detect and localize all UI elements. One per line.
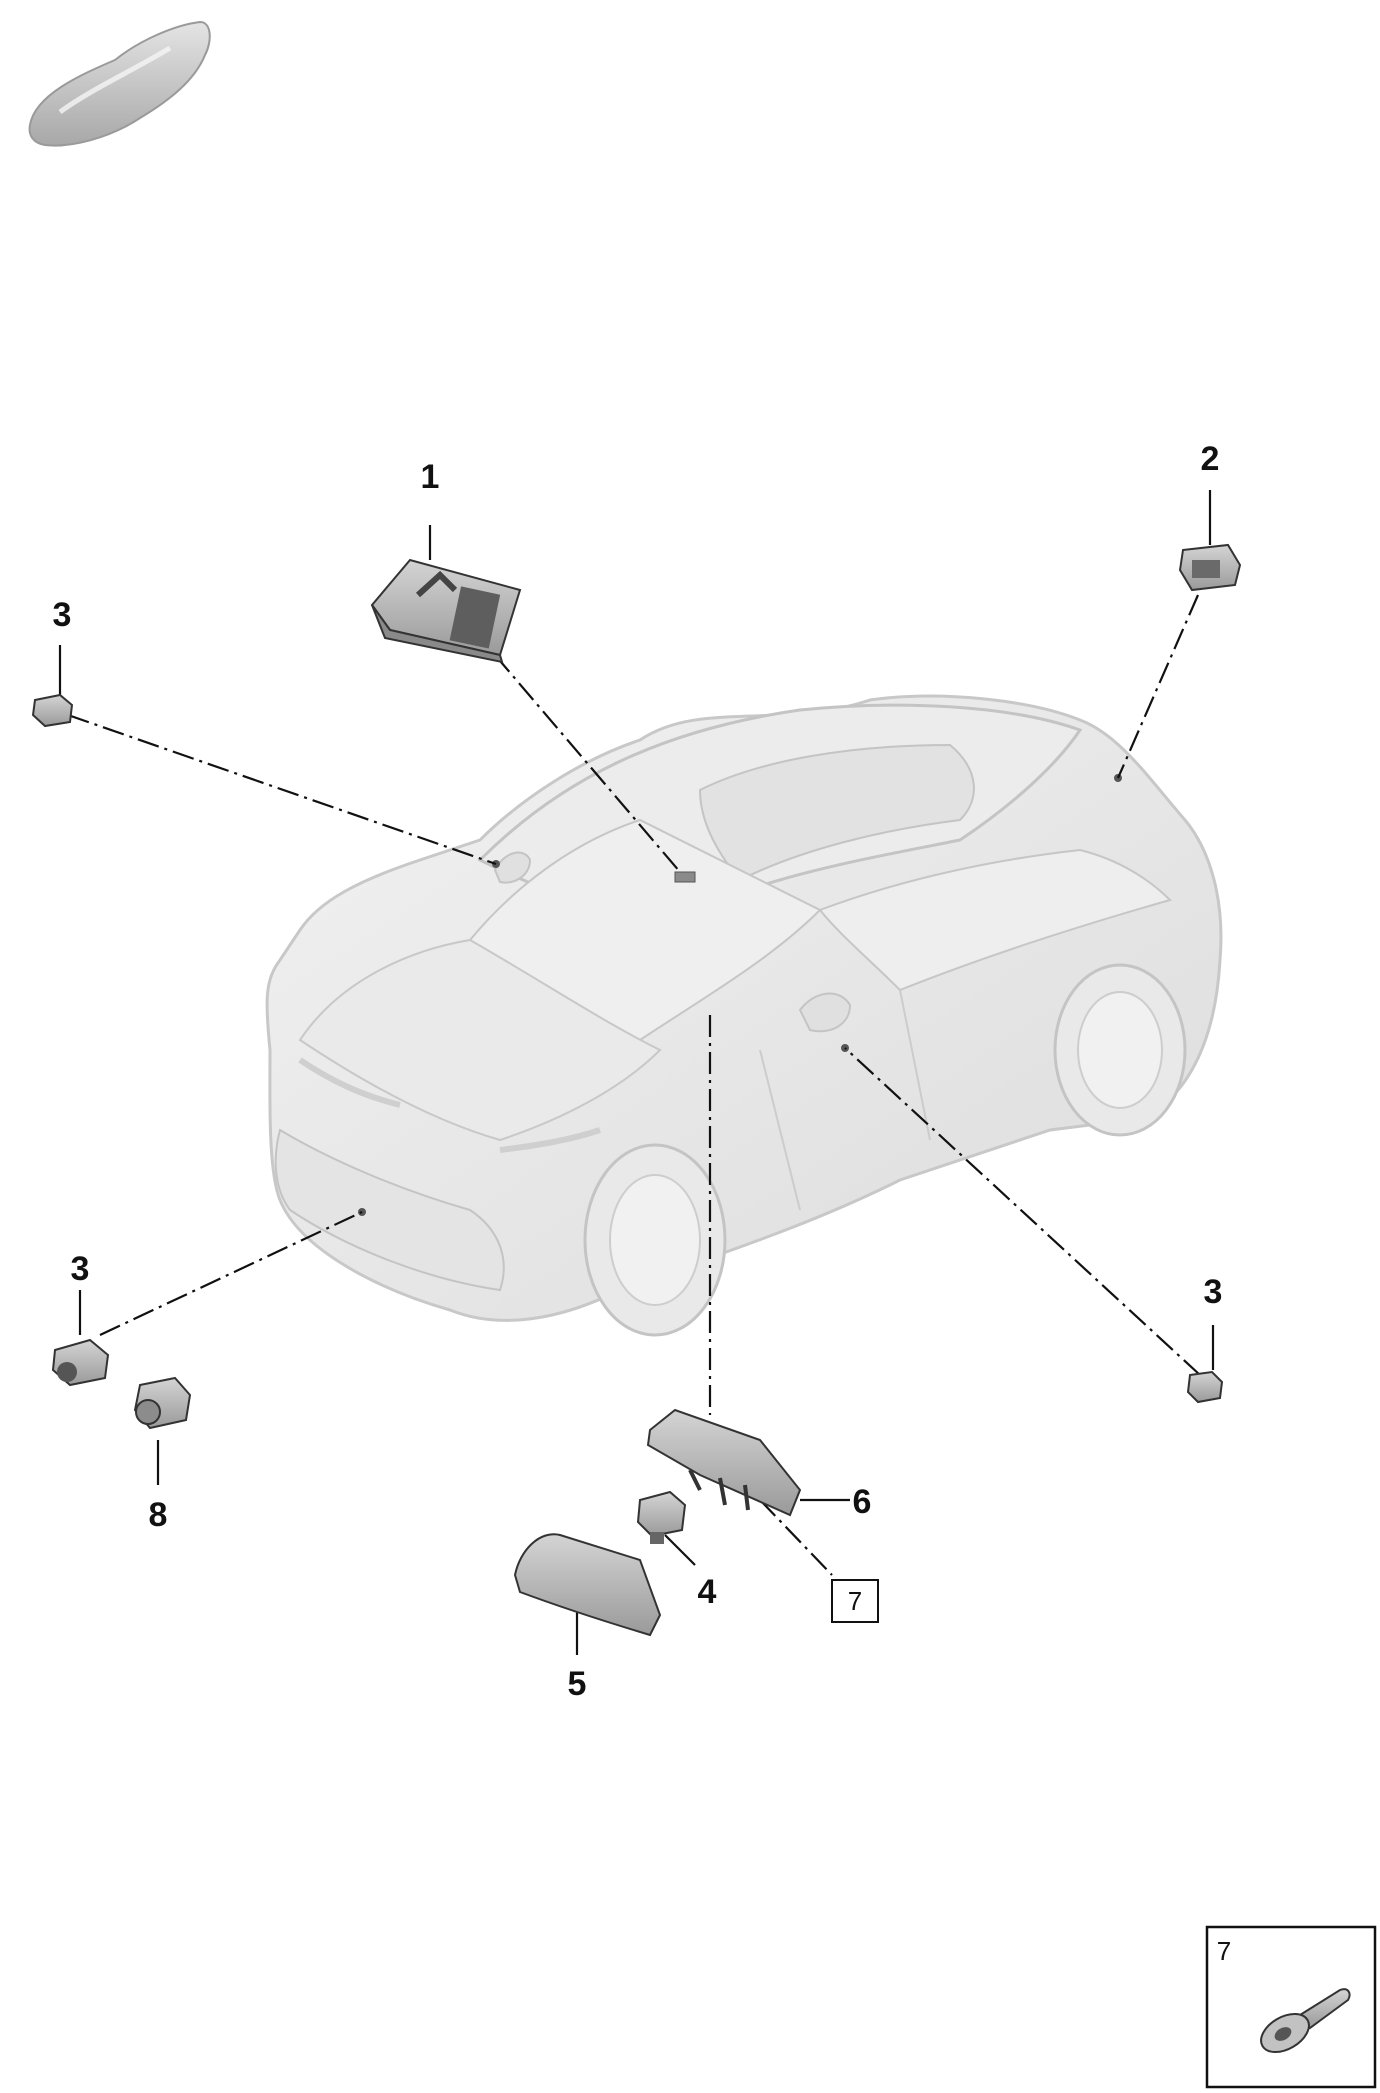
callout-8: 8 [149, 1496, 168, 1534]
sensor-part-8 [133, 1376, 192, 1430]
callout-4: 4 [698, 1573, 717, 1611]
cover-part-5 [513, 1533, 662, 1637]
sensor-part-3-bottom-left [51, 1338, 110, 1387]
control-module-part [370, 558, 522, 664]
sensor-part-4 [636, 1490, 687, 1544]
screw-icon [1260, 1988, 1351, 2053]
detail-box-7: 7 [1205, 1925, 1377, 2089]
callout-6: 6 [853, 1483, 872, 1521]
car-silhouette-icon [28, 20, 211, 147]
detail-box-label: 7 [1217, 1936, 1231, 1966]
sensor-part-3-top-left [31, 693, 74, 728]
callout-3-top-left: 3 [53, 596, 72, 634]
vehicle-illustration [265, 694, 1223, 1337]
callout-1: 1 [421, 458, 440, 496]
callout-5: 5 [568, 1665, 587, 1703]
callout-3-right: 3 [1204, 1273, 1223, 1311]
leader-lines [58, 490, 1215, 1655]
callout-7-box: 7 [831, 1579, 879, 1623]
callout-7: 7 [848, 1586, 862, 1616]
callout-2: 2 [1201, 440, 1220, 478]
callout-labels: 1 2 3 3 3 4 5 6 8 [53, 440, 1223, 1703]
bracket-part-6 [646, 1408, 802, 1517]
sensor-part-2 [1178, 543, 1242, 592]
sensor-part-3-right [1186, 1370, 1224, 1404]
callout-3-bottom-left: 3 [71, 1250, 90, 1288]
